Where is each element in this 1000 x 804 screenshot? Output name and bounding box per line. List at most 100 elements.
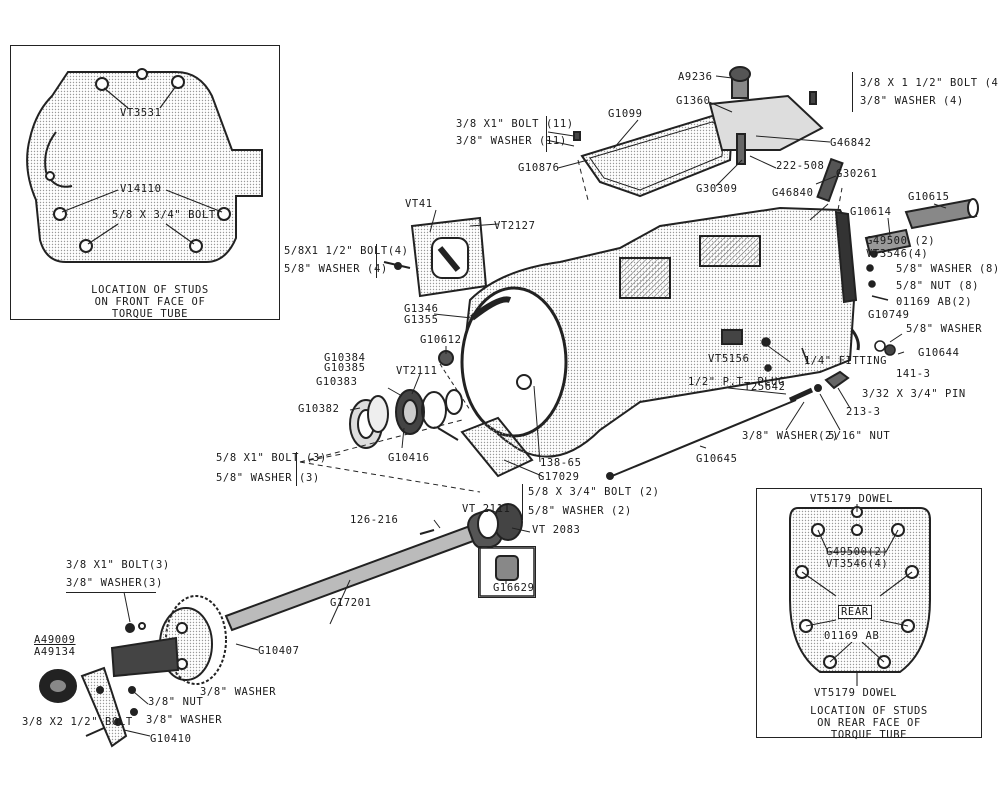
leader-lines — [123, 75, 947, 737]
label-fitting: 1/4" FITTING — [804, 355, 888, 367]
bracket-58-4 — [376, 244, 377, 278]
front-caption-line-3: TORQUE TUBE — [111, 308, 189, 320]
label-g10612: G10612 — [420, 334, 462, 346]
label-washer-58-4: 5/8" WASHER (4) — [284, 263, 388, 275]
label-bolt-38x112-4: 3/8 X 1 1/2" BOLT (4) — [860, 77, 1000, 89]
bracket-38-11 — [546, 116, 547, 152]
adapter-plate — [383, 216, 488, 298]
label-g10876: G10876 — [518, 162, 560, 174]
label-g30309: G30309 — [696, 183, 738, 195]
front-stud-label: VT3531 — [120, 107, 162, 119]
label-g10615: G10615 — [908, 191, 950, 203]
label-g46842: G46842 — [830, 137, 872, 149]
label-126-216: 126-216 — [350, 514, 399, 526]
label-222-508: 222-508 — [776, 160, 825, 172]
label-g10384: G10384 — [324, 352, 366, 364]
label-01169ab-2: 01169 AB(2) — [896, 296, 973, 308]
label-washer-38b: 3/8" WASHER — [146, 714, 223, 726]
label-pin: 3/32 X 3/4" PIN — [862, 388, 966, 400]
label-g10410: G10410 — [150, 733, 192, 745]
label-g10645: G10645 — [696, 453, 738, 465]
rear-inset-frame — [756, 488, 982, 738]
rear-label-box: REAR — [838, 605, 872, 619]
front-face-plate — [26, 68, 263, 263]
label-washer-38-11: 3/8" WASHER (11) — [456, 135, 567, 147]
rear-leader-lines — [801, 504, 913, 686]
front-caption: LOCATION OF STUDS ON FRONT FACE OF TORQU… — [40, 284, 260, 320]
yoke-flange — [39, 595, 227, 748]
label-nut-58-8: 5/8" NUT (8) — [896, 280, 980, 292]
label-vt3546-4: VT3546(4) — [866, 248, 929, 260]
front-leader-lines — [61, 85, 223, 245]
label-pt-plug: 1/2" P.T. PLUG — [688, 376, 785, 388]
label-g10382: G10382 — [298, 403, 340, 415]
front-part-label: V14110 — [120, 183, 162, 195]
top-cover — [573, 66, 844, 203]
rear-caption-line-3: TORQUE TUBE — [830, 729, 908, 741]
label-g46840: G46840 — [772, 187, 814, 199]
label-vt5156: VT5156 — [708, 353, 750, 365]
label-vt2127: VT2127 — [494, 220, 536, 232]
label-vt2111b: VT 2111 — [462, 503, 511, 515]
label-g10614: G10614 — [850, 206, 892, 218]
label-g17201: G17201 — [330, 597, 372, 609]
label-g1360: G1360 — [676, 95, 711, 107]
label-138-65: 138-65 — [540, 457, 582, 469]
bracket-58-2 — [522, 484, 523, 520]
label-g1346: G1346 — [404, 303, 439, 315]
label-g16629: G16629 — [493, 582, 535, 594]
label-bolt-58x112-4: 5/8X1 1/2" BOLT(4) — [284, 245, 409, 257]
label-a49009: A49009 — [34, 634, 76, 646]
rear-part-1: G49500(2) — [826, 546, 889, 558]
label-141-3: 141-3 — [896, 368, 931, 380]
rear-part-2: VT3546(4) — [826, 558, 889, 570]
bushing-callout-box — [478, 546, 536, 598]
shift-rod — [606, 370, 850, 480]
right-small-parts — [761, 250, 896, 372]
label-washer-38-2: 3/8" WASHER(2) — [742, 430, 839, 442]
label-a49134: A49134 — [34, 646, 76, 658]
rear-caption-line-2: ON REAR FACE OF — [817, 717, 921, 729]
label-g49500-2: G49500 (2) — [866, 235, 936, 247]
label-g10385: G10385 — [324, 362, 366, 374]
label-g10407: G10407 — [258, 645, 300, 657]
underline-38-3 — [66, 592, 156, 593]
label-g10749: G10749 — [868, 309, 910, 321]
label-g1099: G1099 — [608, 108, 643, 120]
rear-dowel-bottom: VT5179 DOWEL — [814, 687, 898, 699]
label-vt2083: VT 2083 — [532, 524, 581, 536]
front-bolt-label: 5/8 X 3/4" BOLT — [112, 209, 216, 221]
bracket-38-4 — [852, 72, 853, 112]
label-a9236: A9236 — [678, 71, 713, 83]
bracket-58-3 — [296, 452, 297, 486]
rear-caption: LOCATION OF STUDS ON REAR FACE OF TORQUE… — [766, 705, 972, 741]
label-washer-38a: 3/8" WASHER — [200, 686, 277, 698]
label-washer-58-3: 5/8" WASHER (3) — [216, 472, 320, 484]
rear-caption-line-1: LOCATION OF STUDS — [810, 705, 928, 717]
rear-dowel-top: VT5179 DOWEL — [810, 493, 894, 505]
transmission-housing — [460, 206, 858, 458]
label-washer-58-8: 5/8" WASHER (8) — [896, 263, 1000, 275]
front-inset-frame — [10, 45, 280, 320]
label-nut-38: 3/8" NUT — [148, 696, 204, 708]
label-g10644: G10644 — [918, 347, 960, 359]
rear-part-3: 01169 AB — [824, 630, 880, 642]
label-bolt-38x1-3: 3/8 X1" BOLT(3) — [66, 559, 170, 571]
label-g1355: G1355 — [404, 314, 439, 326]
label-g10416: G10416 — [388, 452, 430, 464]
label-213-3: 213-3 — [846, 406, 881, 418]
label-bolt-58x34-2: 5/8 X 3/4" BOLT (2) — [528, 486, 660, 498]
bushings — [864, 198, 979, 256]
label-g17029: G17029 — [538, 471, 580, 483]
front-caption-line-1: LOCATION OF STUDS — [91, 284, 209, 296]
label-nut-516: 5/16" NUT — [828, 430, 891, 442]
label-washer-58-2: 5/8" WASHER (2) — [528, 505, 632, 517]
label-vt41: VT41 — [405, 198, 433, 210]
label-bolt-38x212: 3/8 X2 1/2" BOLT — [22, 716, 133, 728]
front-caption-line-2: ON FRONT FACE OF — [94, 296, 206, 308]
main-shaft — [224, 503, 535, 632]
label-washer-58: 5/8" WASHER — [906, 323, 983, 335]
bearing-retainer-group — [349, 350, 534, 478]
